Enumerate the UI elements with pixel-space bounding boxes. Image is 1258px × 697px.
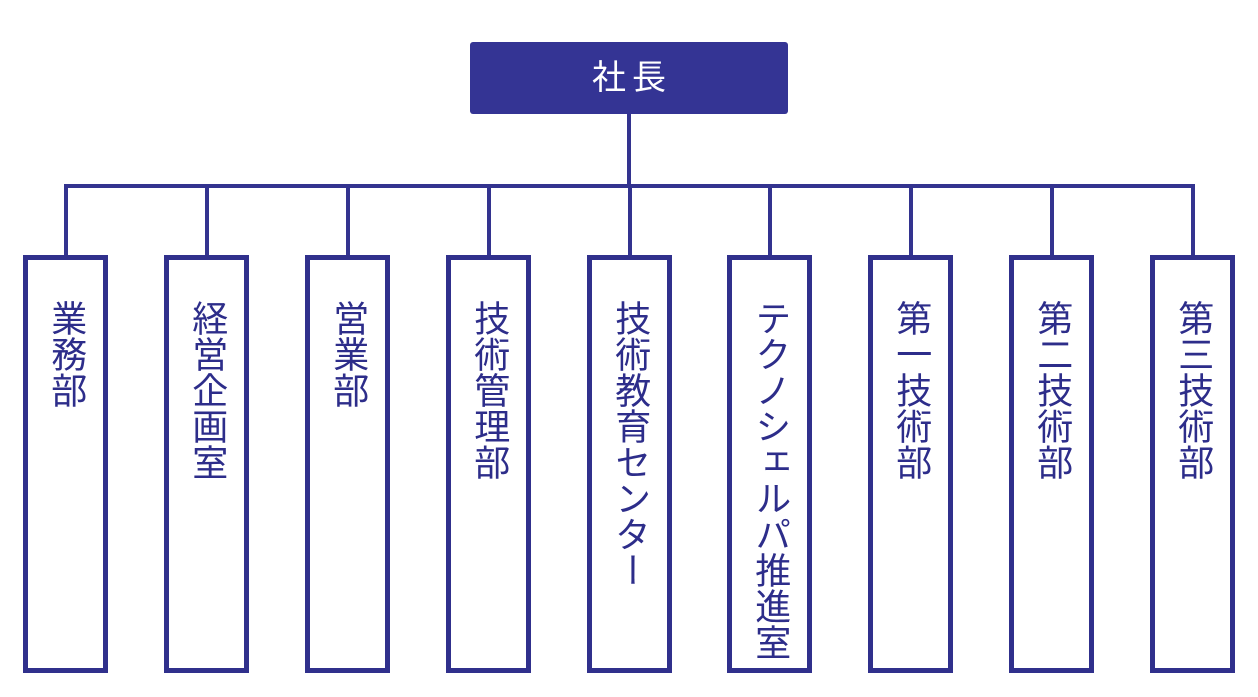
org-node-department[interactable]: テクノシェルパ推進室 — [727, 255, 812, 673]
org-node-president-label: 社長 — [592, 58, 672, 98]
org-node-department-label: 経営企画室 — [186, 300, 228, 480]
connector-drop — [346, 184, 350, 257]
org-node-department-label: 第二技術部 — [1031, 300, 1073, 480]
connector-root-stem — [627, 114, 631, 188]
org-node-department[interactable]: 業務部 — [23, 255, 108, 673]
org-node-department[interactable]: 技術教育センター — [587, 255, 672, 673]
org-node-department-label: テクノシェルパ推進室 — [749, 300, 791, 660]
org-node-department[interactable]: 第二技術部 — [1009, 255, 1094, 673]
org-node-department[interactable]: 第三技術部 — [1150, 255, 1235, 673]
org-node-department-label: 営業部 — [327, 300, 369, 408]
org-node-department-label: 第一技術部 — [890, 300, 932, 480]
org-node-department[interactable]: 第一技術部 — [868, 255, 953, 673]
connector-drop — [1191, 184, 1195, 257]
org-node-president[interactable]: 社長 — [470, 42, 788, 114]
org-node-department-label: 第三技術部 — [1172, 300, 1214, 480]
connector-drop — [205, 184, 209, 257]
org-node-department[interactable]: 営業部 — [305, 255, 390, 673]
connector-drop — [768, 184, 772, 257]
org-node-department-label: 業務部 — [45, 300, 87, 408]
org-node-department[interactable]: 経営企画室 — [164, 255, 249, 673]
org-node-department[interactable]: 技術管理部 — [446, 255, 531, 673]
org-node-department-label: 技術管理部 — [468, 300, 510, 480]
connector-drop — [487, 184, 491, 257]
connector-drop — [628, 184, 632, 257]
connector-drop — [909, 184, 913, 257]
department-row: 業務部 経営企画室 営業部 技術管理部 技術教育センター テクノシェルパ推進室 第一技術部 第… — [0, 255, 1258, 673]
connector-drop — [64, 184, 68, 257]
connector-drop — [1050, 184, 1054, 257]
org-node-department-label: 技術教育センター — [609, 300, 651, 588]
